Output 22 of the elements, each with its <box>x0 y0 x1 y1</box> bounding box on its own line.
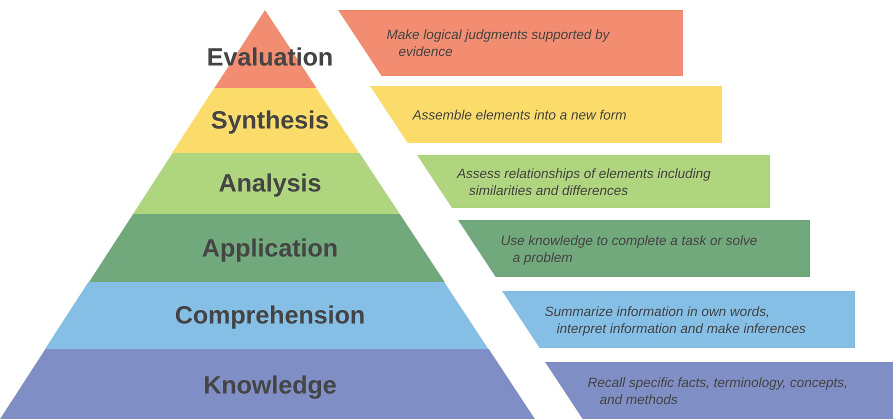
tier-label: Application <box>202 234 338 264</box>
tier-description: Use knowledge to complete a task or solve a problem <box>500 232 758 266</box>
description-banner <box>370 86 722 143</box>
description-banner <box>545 362 893 419</box>
pyramid-tier <box>88 214 444 282</box>
description-banner <box>458 220 810 277</box>
tier-description: Make logical judgments supported by evidence <box>386 26 611 60</box>
pyramid-tier <box>132 153 400 214</box>
tier-description: Assess relationships of elements including similarities and differences <box>456 164 712 198</box>
pyramid-tier <box>45 282 489 349</box>
description-banner <box>502 291 855 348</box>
pyramid-tier <box>172 88 360 153</box>
tier-description: Summarize information in own words, interpret information and make inferences <box>544 302 807 336</box>
description-banner <box>338 10 683 76</box>
tier-label: Analysis <box>218 170 322 198</box>
tier-description: Assemble elements into a new form <box>412 106 628 123</box>
tier-label: Synthesis <box>210 106 330 136</box>
tier-label: Comprehension <box>174 302 366 330</box>
tier-label: Knowledge <box>203 372 337 400</box>
description-banner <box>417 155 770 208</box>
tier-description: Recall specific facts, terminology, concepts, and methods <box>588 374 849 408</box>
pyramid-tier <box>0 349 535 419</box>
